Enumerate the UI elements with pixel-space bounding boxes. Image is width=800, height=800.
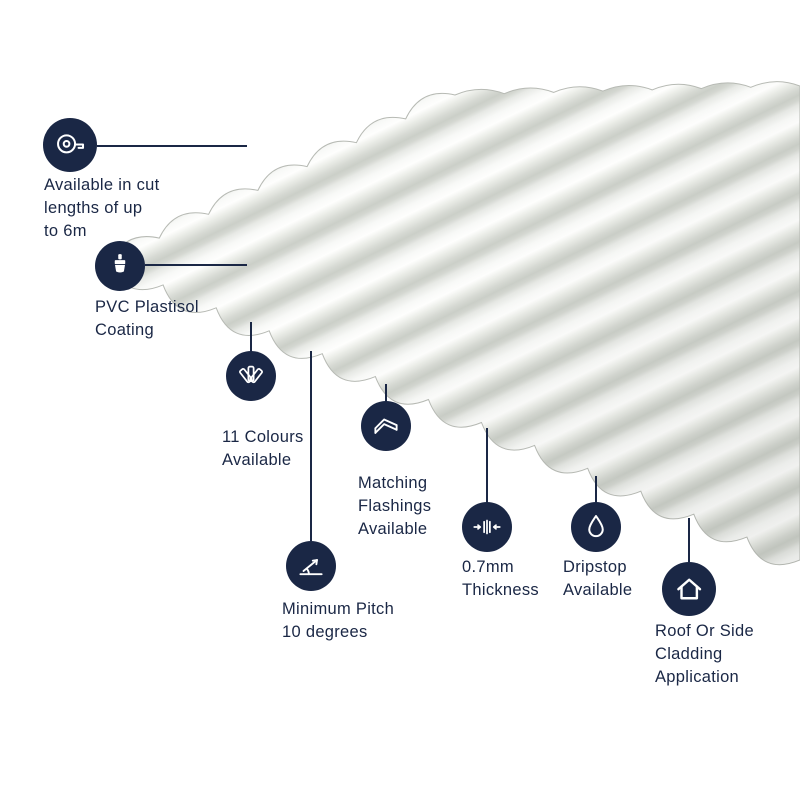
- sheet-shading: [110, 81, 800, 565]
